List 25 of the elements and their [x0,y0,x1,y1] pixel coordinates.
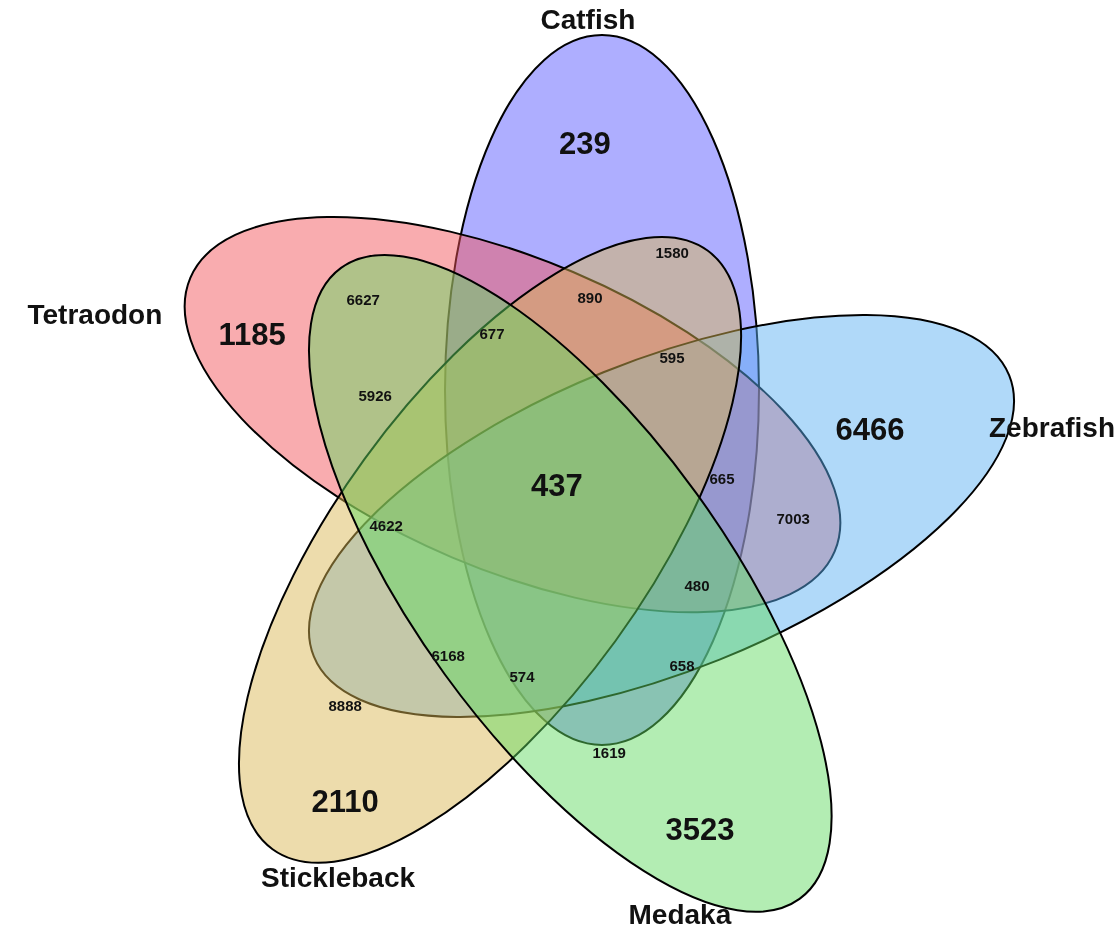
count-label: 1619 [592,744,626,760]
count-label: 239 [559,127,611,159]
count-label: 658 [669,657,695,673]
count-label: 480 [684,577,710,593]
count-label: 8888 [328,697,362,713]
count-label: 595 [659,349,685,365]
set-name: Catfish [540,6,636,34]
count-label: 6466 [835,414,905,446]
count-label: 3523 [665,814,735,846]
count-label: 665 [709,470,735,486]
count-label: 437 [531,469,583,501]
count-label: 1580 [655,244,689,260]
set-name: Stickleback [261,864,416,892]
count-label: 574 [509,668,535,684]
count-label: 4622 [369,517,403,533]
count-label: 5926 [358,387,392,403]
count-label: 890 [577,289,603,305]
count-label: 7003 [776,510,810,526]
count-label: 677 [479,325,505,341]
count-label: 6627 [346,291,380,307]
count-label: 1185 [218,319,286,351]
set-name: Tetraodon [27,301,163,329]
count-label: 2110 [311,786,379,818]
set-name: Medaka [628,901,732,929]
count-label: 6168 [431,647,465,663]
